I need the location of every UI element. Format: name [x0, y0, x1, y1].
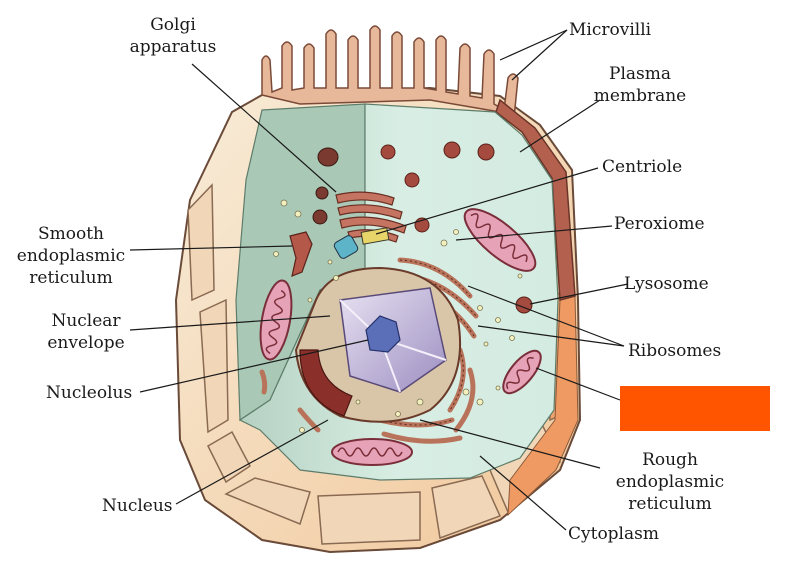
- label-ribosomes: Ribosomes: [628, 341, 722, 361]
- label-smooth-er-line2: endoplasmic: [16, 246, 126, 266]
- label-nuclear-envelope-line1: Nuclear: [51, 311, 121, 331]
- label-rough-er-line3: reticulum: [628, 494, 712, 514]
- label-cytoplasm: Cytoplasm: [568, 524, 659, 544]
- ribosome-dots: [273, 199, 523, 433]
- label-plasma-membrane-line2: membrane: [593, 86, 687, 106]
- label-rough-er-line2: endoplasmic: [615, 472, 725, 492]
- label-smooth-er-line3: reticulum: [29, 268, 113, 288]
- nuclear-envelope: [299, 349, 353, 417]
- label-plasma-membrane-line1: Plasma: [609, 64, 671, 84]
- label-plasma-membrane: Plasma membrane: [590, 63, 690, 107]
- nucleus: [294, 266, 462, 423]
- label-rough-er-line1: Rough: [642, 450, 698, 470]
- label-nuclear-envelope: Nuclear envelope: [44, 310, 128, 354]
- microvilli: [261, 25, 519, 120]
- label-rough-er: Rough endoplasmic reticulum: [600, 449, 740, 515]
- label-golgi: Golgi apparatus: [128, 14, 218, 58]
- label-centriole: Centriole: [602, 157, 683, 177]
- label-golgi-line2: apparatus: [129, 37, 217, 57]
- label-golgi-line1: Golgi: [150, 15, 196, 35]
- label-nucleus: Nucleus: [102, 496, 173, 516]
- label-nucleolus: Nucleolus: [46, 383, 133, 403]
- redaction-box: [620, 386, 770, 431]
- vesicles: [312, 147, 339, 225]
- label-smooth-er-line1: Smooth: [37, 224, 105, 244]
- plasma-membrane-edge: [495, 98, 576, 301]
- label-peroxisome: Peroxiome: [614, 214, 705, 234]
- nucleolus: [365, 315, 401, 353]
- smooth-er: [289, 231, 313, 277]
- label-nuclear-envelope-line2: envelope: [47, 333, 125, 353]
- leader-lines: [129, 29, 629, 531]
- label-smooth-er: Smooth endoplasmic reticulum: [16, 223, 126, 289]
- label-microvilli: Microvilli: [569, 20, 652, 40]
- label-lysosome: Lysosome: [624, 274, 709, 294]
- inner-wall-strip: [507, 295, 579, 517]
